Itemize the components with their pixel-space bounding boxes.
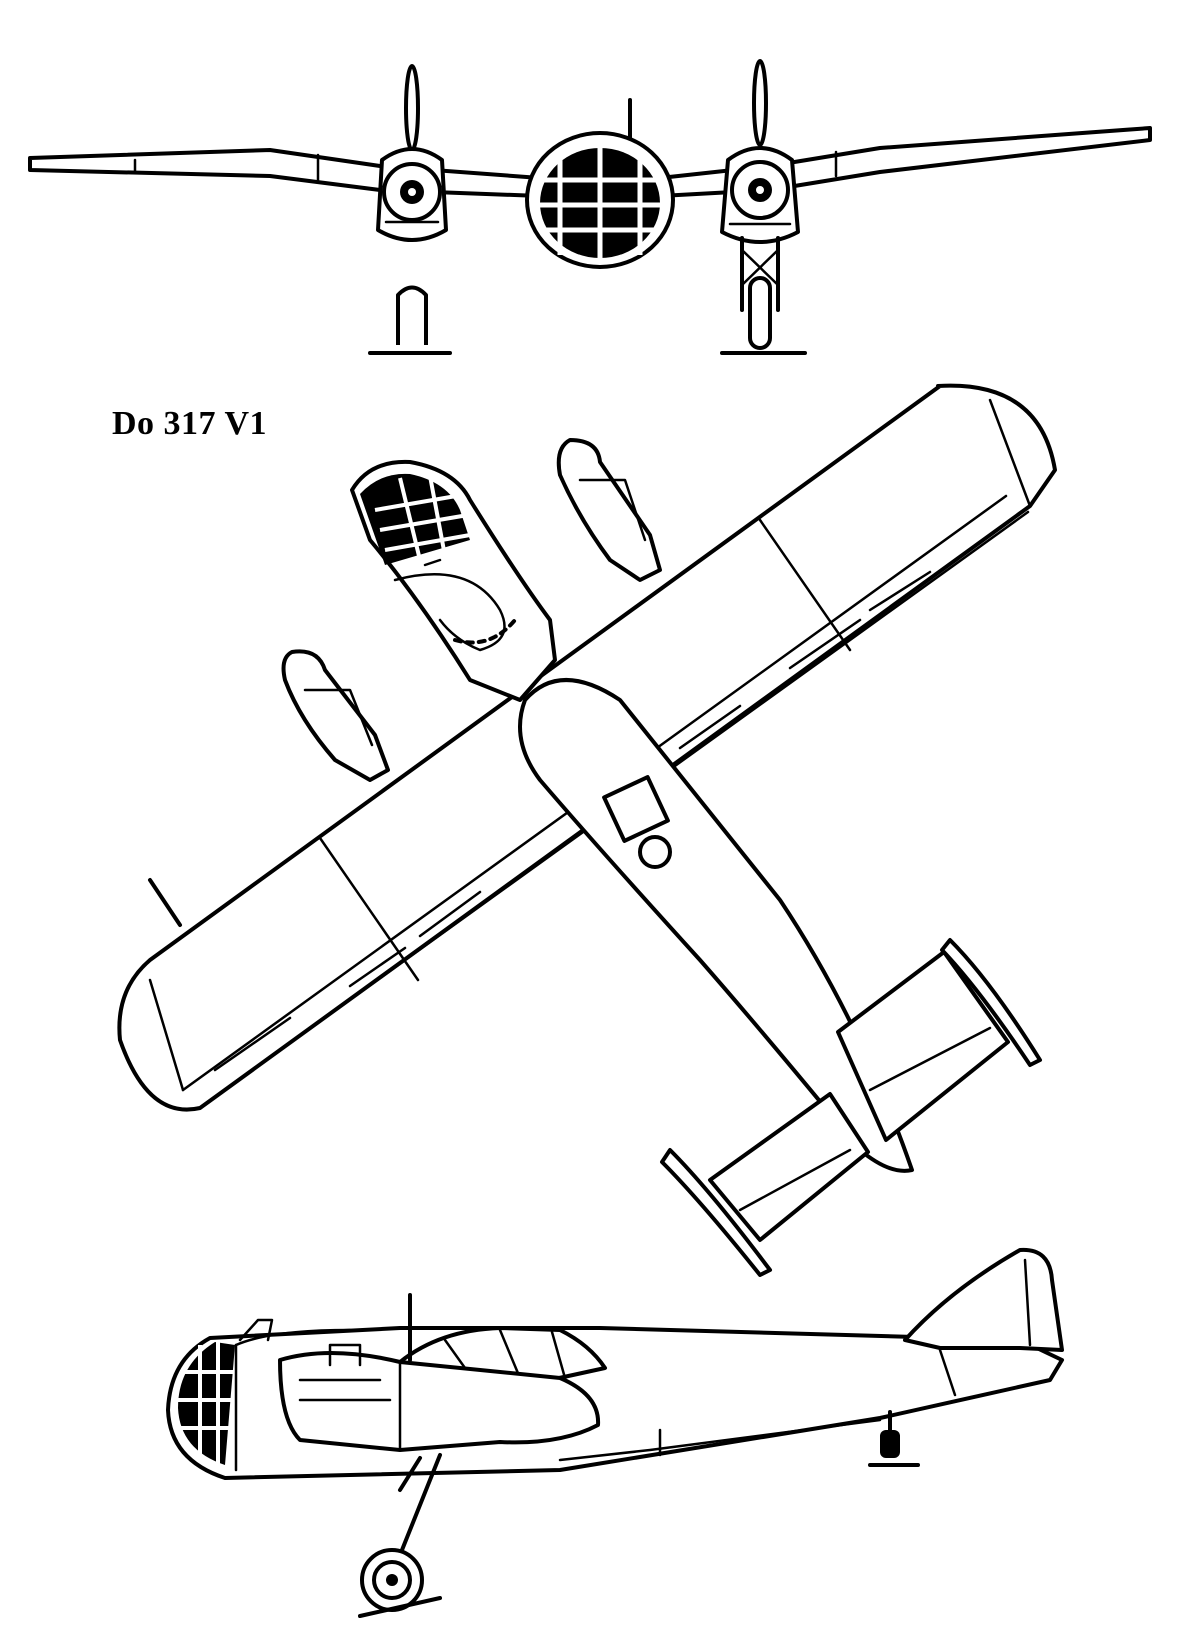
aircraft-designation-label: Do 317 V1 (112, 405, 267, 442)
top-view-nose-cockpit (350, 459, 557, 702)
side-view-engine-nacelle (278, 1293, 601, 1452)
side-view-glazed-nose (178, 1318, 352, 1472)
front-view-landing-gear (720, 236, 807, 355)
front-view-tail-fin-left (396, 285, 428, 345)
front-view-fuselage-nose (525, 98, 675, 269)
front-view-engine-right (720, 59, 800, 244)
top-view (117, 383, 1057, 1277)
top-view-fuselage (518, 678, 914, 1173)
side-view (166, 1247, 1064, 1618)
side-view-tail-wheel (868, 1410, 920, 1467)
front-view-wing (28, 126, 1152, 198)
side-view-main-landing-gear (358, 1453, 442, 1618)
side-view-vertical-tail (903, 1247, 1064, 1397)
top-view-horizontal-tail (660, 938, 1042, 1277)
front-view-engine-left (376, 64, 448, 242)
top-view-engine-right (556, 438, 662, 582)
front-view (28, 59, 1152, 355)
top-view-engine-left (281, 649, 390, 782)
